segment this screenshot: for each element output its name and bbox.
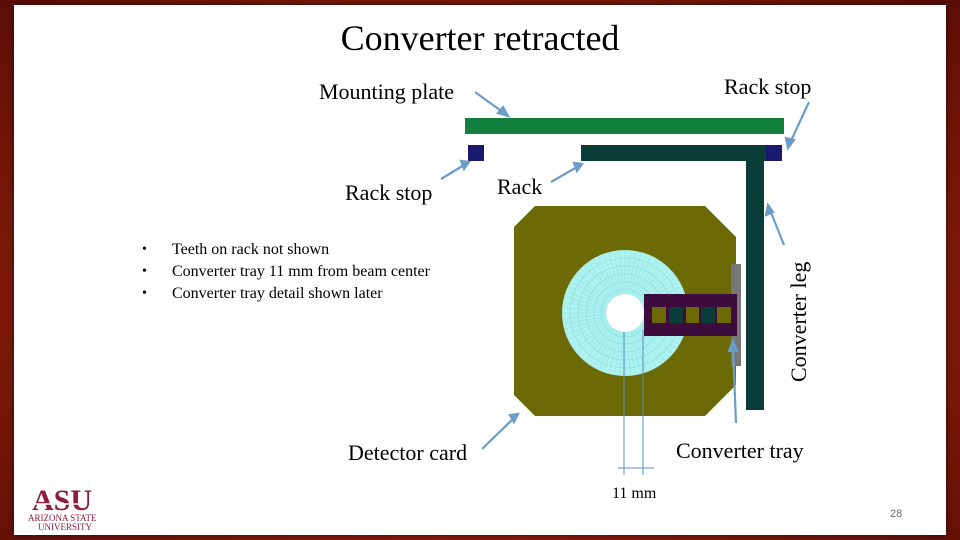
disk-spoke (565, 291, 608, 307)
disk-spoke (619, 331, 624, 376)
disk-spoke (632, 255, 652, 296)
svg-text:ASU: ASU (32, 484, 92, 517)
disk-spoke (593, 329, 616, 368)
disk-spoke (564, 317, 607, 330)
label-mounting-plate: Mounting plate (319, 79, 455, 104)
disk-spoke (567, 320, 608, 340)
disk-spoke (638, 326, 670, 358)
svg-text:ARIZONA STATE: ARIZONA STATE (28, 513, 97, 523)
disk-spoke (598, 330, 618, 371)
disk-spoke (626, 250, 631, 295)
arrow-detector-card (481, 417, 515, 450)
disk-spoke (573, 323, 610, 350)
disk-spoke (576, 272, 611, 301)
disk-spoke (570, 281, 609, 304)
arrow-rack-stop-top (789, 101, 810, 144)
university-logo: ASU ARIZONA STATE UNIVERSITY (24, 482, 134, 532)
rack-stop-right-block (765, 145, 782, 161)
disk-spoke (562, 307, 607, 312)
disk-spoke (626, 331, 631, 376)
disk-spoke (632, 330, 652, 371)
rack-bar (581, 145, 766, 161)
disk-spoke (598, 255, 618, 296)
disk-spoke (565, 319, 608, 335)
disk-spoke (608, 331, 621, 374)
disk-spoke (638, 268, 670, 300)
bullet-item: Converter tray 11 mm from beam center (142, 261, 430, 283)
disk-spoke (570, 322, 609, 345)
disk-spoke (635, 261, 662, 298)
bullet-item: Teeth on rack not shown (142, 239, 430, 261)
disk-spoke (562, 314, 607, 319)
label-detector-card: Detector card (348, 440, 468, 465)
disk-spoke (608, 252, 621, 295)
disk-spoke (593, 258, 616, 297)
disk-spoke (634, 329, 657, 368)
disk-spoke (631, 330, 647, 373)
converter-leg (746, 145, 764, 410)
disk-spoke (629, 331, 642, 374)
arrow-mounting-plate (474, 91, 505, 114)
label-converter-leg: Converter leg (786, 261, 811, 382)
disk-spoke (584, 264, 613, 299)
arrow-rack-stop-left (440, 164, 465, 180)
disk-spoke (580, 326, 612, 358)
converter-diagram (440, 91, 810, 475)
slide: Converter retracted (14, 5, 946, 535)
label-rack: Rack (497, 174, 543, 199)
beam-hole (606, 294, 644, 332)
disk-spoke (573, 276, 610, 303)
label-converter-tray: Converter tray (676, 438, 804, 463)
mounting-plate (465, 118, 784, 134)
disk-spoke (613, 250, 622, 295)
arrow-rack (550, 166, 578, 183)
disk-spoke (629, 252, 642, 295)
disk-spoke (584, 327, 613, 362)
rack-stop-left-block (468, 145, 484, 161)
label-rack-stop-left: Rack stop (345, 180, 433, 205)
disk-spoke (628, 250, 637, 295)
disk-spoke (603, 330, 619, 373)
disk-spoke (635, 328, 662, 365)
bullet-item: Converter tray detail shown later (142, 283, 430, 305)
arrow-converter-leg (768, 209, 786, 246)
disk-spoke (562, 316, 607, 325)
disk-spoke (603, 253, 619, 296)
disk-spoke (580, 268, 612, 300)
disk-spoke (634, 258, 657, 297)
arrow-converter-tray (731, 346, 738, 424)
disk-spoke (562, 301, 607, 310)
disk-spoke (588, 328, 615, 365)
page-title: Converter retracted (340, 18, 620, 58)
disk-spoke (628, 331, 637, 376)
label-gap-dimension: 11 mm (612, 485, 657, 502)
label-rack-stop-top: Rack stop (724, 74, 812, 99)
disk-spoke (564, 296, 607, 309)
disk-spoke (588, 261, 615, 298)
disk-spoke (613, 331, 622, 376)
disk-spoke (637, 264, 666, 299)
disk-spoke (631, 253, 647, 296)
disk-spoke (637, 327, 666, 362)
disk-spoke (576, 325, 611, 354)
disk-spoke (567, 286, 608, 306)
disk-spoke (619, 250, 624, 295)
page-number: 28 (890, 508, 903, 520)
bullet-list: Teeth on rack not shown Converter tray 1… (142, 239, 430, 305)
svg-text:UNIVERSITY: UNIVERSITY (38, 522, 92, 532)
